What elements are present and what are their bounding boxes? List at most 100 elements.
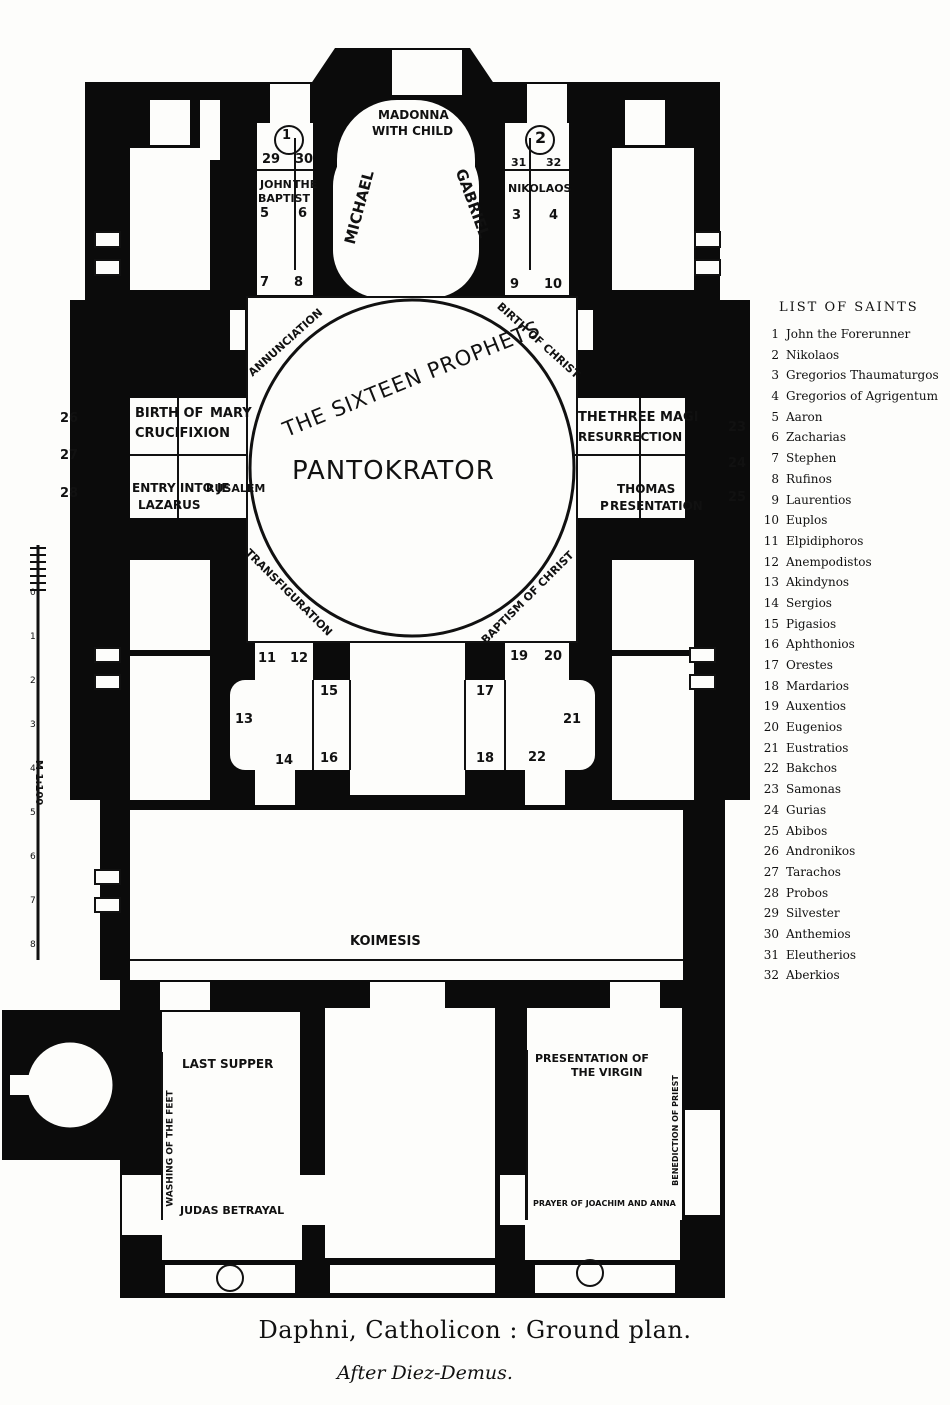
saint-number: 25 [763,823,779,838]
scale-tick: 3 [30,720,36,730]
label-p: P [600,499,609,513]
saint-number: 2 [771,347,779,362]
label-crucifixion: CRUCIFIXION [135,426,230,441]
num-8: 8 [294,275,304,290]
num-15: 15 [320,684,339,699]
num-31: 31 [511,156,527,169]
label-nikolaos: NIKOLAOS [508,182,572,195]
saint-number: 12 [763,554,779,569]
saint-name: Gregorios of Agrigentum [786,389,938,404]
num-11: 11 [258,651,277,666]
num-18: 18 [476,751,495,766]
label-madonna: MADONNA [378,108,449,122]
saint-number: 8 [771,471,779,486]
saint-number: 22 [763,761,779,776]
saint-name: Auxentios [786,699,847,714]
saint-item: 22 Bakchos [755,758,950,779]
saint-number: 27 [763,864,779,879]
saint-name: Silvester [786,906,840,921]
scale-label: M 1:100 [33,760,44,806]
saint-number: 28 [763,885,779,900]
num-22: 22 [528,750,547,765]
num-27: 27 [60,448,79,463]
saint-name: Elpidiphoros [786,533,864,548]
saint-name: Laurentios [786,492,852,507]
saint-name: Andronikos [786,844,856,859]
label-resentation: RESENTATION [610,499,703,513]
num-5: 5 [260,206,270,221]
label-baptist: BAPTIST [258,192,310,205]
label-last-supper: LAST SUPPER [182,1057,274,1071]
caption: Daphni, Catholicon : Ground plan. [258,1316,692,1344]
saint-number: 10 [763,513,779,528]
saint-number: 6 [771,430,779,445]
saint-number: 24 [763,802,779,817]
num-3: 3 [512,208,522,223]
num-2: 2 [535,128,547,147]
saint-number: 18 [763,678,779,693]
saint-name: Abibos [786,823,828,838]
saint-number: 13 [763,575,779,590]
saint-name: Anthemios [786,926,851,941]
num-17: 17 [476,684,495,699]
saint-name: Orestes [786,658,833,672]
num-16: 16 [320,751,339,766]
saint-number: 26 [763,844,779,859]
num-12: 12 [290,651,309,666]
label-with-child: WITH CHILD [372,124,454,138]
saint-name: Aaron [786,409,823,424]
label-the: THE [293,178,318,191]
saint-number: 20 [763,720,779,735]
saint-number: 11 [763,533,779,548]
num-30: 30 [295,152,314,167]
scale-tick: 7 [30,896,36,906]
saint-number: 14 [763,595,779,610]
saint-item: 25 Abibos [755,821,950,842]
saint-number: 29 [763,906,779,921]
num-1: 1 [282,128,292,143]
saint-number: 5 [771,409,779,424]
saint-name: Euplos [786,513,828,528]
label-john: JOHN [260,178,292,191]
saint-number: 30 [763,926,779,941]
saint-name: Eleutherios [786,947,857,962]
num-25: 25 [728,490,747,505]
white-spaces [70,50,720,1293]
scale-tick: 6 [30,852,36,862]
saint-name: Akindynos [786,575,850,590]
saint-item: 13 Akindynos [755,572,950,593]
saint-number: 9 [771,492,779,507]
label-koimesis: KOIMESIS [350,934,421,949]
num-13: 13 [235,712,254,727]
num-29: 29 [262,152,281,167]
num-14: 14 [275,753,294,768]
label-resurrection: RESURRECTION [578,430,683,444]
saint-name: Pigasios [786,616,837,631]
saint-item: 5 Aaron [755,407,950,428]
saint-name: Probos [786,885,829,900]
saint-number: 19 [763,699,779,714]
saint-item: 30 Anthemios [755,924,950,945]
saint-item: 10 Euplos [755,510,950,531]
saint-name: Bakchos [786,761,838,776]
saint-item: 29 Silvester [755,903,950,924]
saints-title: LIST OF SAINTS [779,300,919,315]
scale-bar [30,545,46,960]
label-the-virgin: THE VIRGIN [571,1066,643,1079]
